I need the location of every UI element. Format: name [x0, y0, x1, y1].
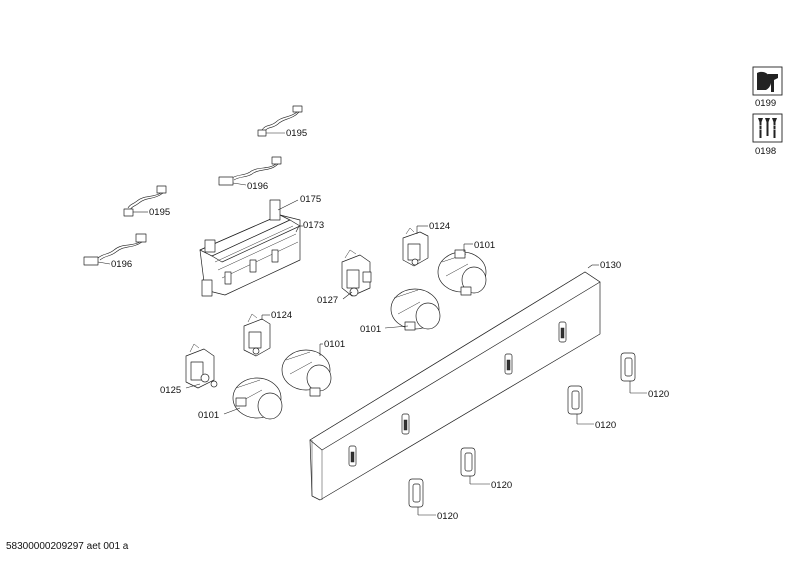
wire-harness-0196-mid — [83, 233, 147, 266]
knob-0101-top — [437, 249, 487, 296]
badge-label-screws: 0198 — [755, 146, 776, 157]
callout-0175: 0175 — [300, 194, 321, 205]
switch-0124-left — [243, 313, 271, 357]
callout-0120-b: 0120 — [595, 420, 616, 431]
callout-0101-middle: 0101 — [360, 324, 381, 335]
electronic-module — [199, 199, 301, 297]
callout-0120-a: 0120 — [648, 389, 669, 400]
callout-0196-top: 0196 — [247, 181, 268, 192]
callout-0101-left-middle: 0101 — [324, 339, 345, 350]
callout-0101-bottom: 0101 — [198, 410, 219, 421]
light-guide-0120-c — [460, 447, 476, 477]
screws-icon — [752, 113, 783, 143]
document-code: 58300000209297 aet 001 a — [6, 541, 129, 552]
callout-0101-top: 0101 — [474, 240, 495, 251]
control-panel-fascia — [309, 271, 601, 501]
wrench-screwdriver-icon — [752, 66, 783, 96]
wire-harness-0196-top — [218, 156, 282, 186]
callout-0120-d: 0120 — [437, 511, 458, 522]
callout-0196-mid: 0196 — [111, 259, 132, 270]
light-guide-0120-d — [408, 478, 424, 508]
callout-0195-top: 0195 — [286, 128, 307, 139]
switch-0125 — [185, 343, 218, 389]
wire-harness-0195-mid — [123, 185, 167, 217]
knob-0101-left-middle — [281, 349, 332, 397]
knob-0101-middle — [390, 288, 441, 331]
callout-0173: 0173 — [303, 220, 324, 231]
callout-0195-mid: 0195 — [149, 207, 170, 218]
callout-0120-c: 0120 — [491, 480, 512, 491]
callout-0124-left: 0124 — [271, 310, 292, 321]
switch-0124-top — [402, 227, 429, 267]
light-guide-0120-b — [567, 385, 583, 415]
callout-0124-top: 0124 — [429, 221, 450, 232]
light-guide-0120-a — [620, 352, 636, 382]
callout-0130: 0130 — [600, 260, 621, 271]
callout-0125: 0125 — [160, 385, 181, 396]
switch-0127 — [341, 249, 372, 297]
knob-0101-bottom — [232, 377, 283, 420]
callout-0127: 0127 — [317, 295, 338, 306]
badge-label-tools: 0199 — [755, 98, 776, 109]
